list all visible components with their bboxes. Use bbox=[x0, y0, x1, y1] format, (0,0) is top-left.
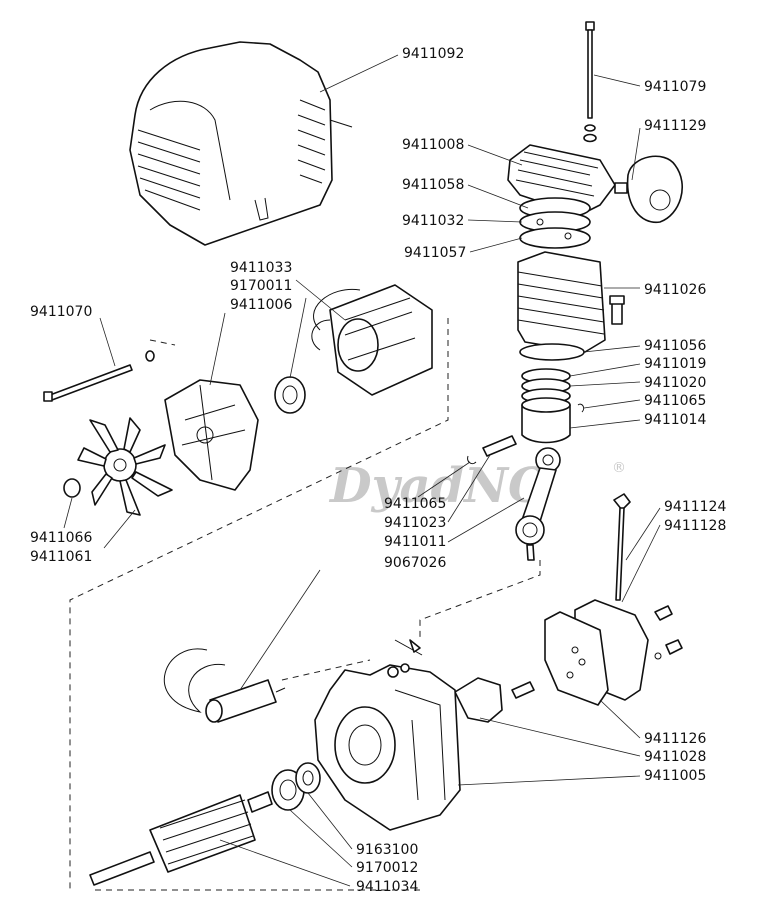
fan bbox=[63, 417, 173, 516]
piston-pin bbox=[467, 435, 517, 465]
label-9411005: 9411005 bbox=[644, 768, 706, 784]
connecting-rod bbox=[515, 447, 561, 561]
label-9411006: 9411006 bbox=[230, 297, 292, 313]
stator bbox=[311, 284, 433, 396]
label-9411057: 9411057 bbox=[404, 245, 466, 261]
crankcase bbox=[314, 639, 461, 831]
label-9411065-pin: 9411065 bbox=[384, 496, 446, 512]
eccentric bbox=[454, 677, 535, 723]
label-9411008: 9411008 bbox=[402, 137, 464, 153]
valve-plate-stack bbox=[519, 197, 591, 249]
crankcase-cover bbox=[544, 599, 683, 706]
rear-bearings bbox=[271, 762, 321, 811]
cover-shroud bbox=[129, 41, 353, 246]
label-9411128: 9411128 bbox=[664, 518, 726, 534]
label-9411092: 9411092 bbox=[402, 46, 464, 62]
label-9411014: 9411014 bbox=[644, 412, 706, 428]
label-9411065-piston: 9411065 bbox=[644, 393, 706, 409]
cylinder bbox=[517, 251, 625, 361]
label-9411023: 9411023 bbox=[384, 515, 446, 531]
label-9411028: 9411028 bbox=[644, 749, 706, 765]
tie-rod bbox=[583, 21, 597, 143]
fan-bracket bbox=[164, 379, 259, 491]
label-9411011: 9411011 bbox=[384, 534, 446, 550]
label-9163100: 9163100 bbox=[356, 842, 418, 858]
label-9411056: 9411056 bbox=[644, 338, 706, 354]
label-9170012: 9170012 bbox=[356, 860, 418, 876]
long-bolt bbox=[43, 350, 155, 402]
capacitor bbox=[163, 648, 286, 723]
label-9411124: 9411124 bbox=[664, 499, 726, 515]
label-9411032: 9411032 bbox=[402, 213, 464, 229]
label-9411066: 9411066 bbox=[30, 530, 92, 546]
watermark-registered-mark: ® bbox=[612, 460, 626, 476]
front-bearing bbox=[274, 376, 306, 414]
label-9411020: 9411020 bbox=[644, 375, 706, 391]
label-9170011-stator: 9170011 bbox=[230, 278, 292, 294]
label-9411061: 9411061 bbox=[30, 549, 92, 565]
label-9411070: 9411070 bbox=[30, 304, 92, 320]
label-9067026: 9067026 bbox=[384, 555, 446, 571]
cylinder-head bbox=[507, 144, 616, 216]
label-9411019: 9411019 bbox=[644, 356, 706, 372]
label-9411026: 9411026 bbox=[644, 282, 706, 298]
label-9411129: 9411129 bbox=[644, 118, 706, 134]
label-9411079: 9411079 bbox=[644, 79, 706, 95]
leader-lines bbox=[63, 54, 661, 887]
label-9411034: 9411034 bbox=[356, 879, 418, 895]
part-labels: 9411092 9411079 9411129 9411008 9411058 … bbox=[30, 46, 726, 895]
label-9411033: 9411033 bbox=[230, 260, 292, 276]
air-filter bbox=[614, 155, 684, 223]
dipstick bbox=[613, 493, 631, 601]
assembly-dashed-lines bbox=[69, 318, 541, 891]
label-9411126: 9411126 bbox=[644, 731, 706, 747]
piston-assembly bbox=[521, 368, 585, 444]
label-9411058: 9411058 bbox=[402, 177, 464, 193]
rotor bbox=[89, 791, 273, 886]
